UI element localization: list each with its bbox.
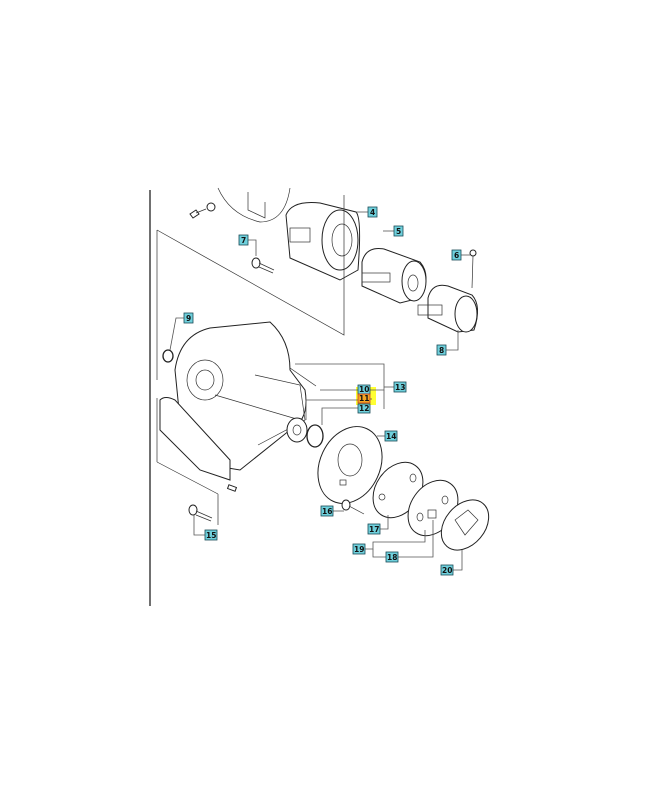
svg-text:15: 15 [206, 531, 216, 540]
label-19[interactable]: 19 [352, 543, 366, 555]
svg-text:12: 12 [359, 404, 369, 413]
label-9[interactable]: 9 [183, 312, 194, 324]
label-4[interactable]: 4 [367, 206, 378, 218]
label-18[interactable]: 18 [385, 551, 399, 563]
svg-text:17: 17 [369, 525, 379, 534]
part-seal-ring [306, 424, 324, 448]
part-20-gasket [440, 499, 490, 551]
label-15[interactable]: 15 [204, 529, 218, 541]
label-7[interactable]: 7 [238, 234, 249, 246]
label-20[interactable]: 20 [440, 564, 454, 576]
svg-text:4: 4 [370, 208, 375, 217]
part-top-housing [189, 187, 291, 223]
svg-text:18: 18 [387, 553, 397, 562]
label-5[interactable]: 5 [393, 225, 404, 237]
svg-text:5: 5 [396, 227, 401, 236]
label-6[interactable]: 6 [451, 249, 462, 261]
svg-text:20: 20 [442, 566, 452, 575]
svg-text:11: 11 [359, 394, 369, 403]
svg-text:6: 6 [454, 251, 459, 260]
part-16-screw [341, 499, 365, 515]
label-16[interactable]: 16 [320, 505, 334, 517]
part-4-cylinder [285, 202, 361, 281]
part-5-sleeve [361, 248, 427, 304]
label-10[interactable]: 10 [357, 384, 371, 395]
label-12[interactable]: 12 [357, 403, 371, 414]
label-14[interactable]: 14 [384, 430, 398, 442]
part-9-ring [162, 349, 174, 363]
svg-text:16: 16 [322, 507, 332, 516]
part-7-bolt [251, 257, 275, 274]
part-6-screw [469, 249, 477, 289]
label-8[interactable]: 8 [436, 344, 447, 356]
part-14-clutch-drum [317, 426, 383, 504]
part-bearing [286, 417, 308, 443]
svg-text:10: 10 [359, 385, 369, 394]
label-13[interactable]: 13 [393, 381, 407, 393]
svg-text:8: 8 [439, 346, 444, 355]
svg-text:13: 13 [395, 383, 405, 392]
leader-lines [169, 211, 470, 571]
svg-text:9: 9 [186, 314, 191, 323]
svg-text:14: 14 [386, 432, 396, 441]
svg-text:7: 7 [241, 236, 246, 245]
svg-text:19: 19 [354, 545, 364, 554]
part-15-bolt [188, 504, 213, 522]
part-8-clamp [417, 284, 478, 333]
label-11[interactable]: 11 [357, 393, 371, 404]
label-17[interactable]: 17 [367, 523, 381, 535]
